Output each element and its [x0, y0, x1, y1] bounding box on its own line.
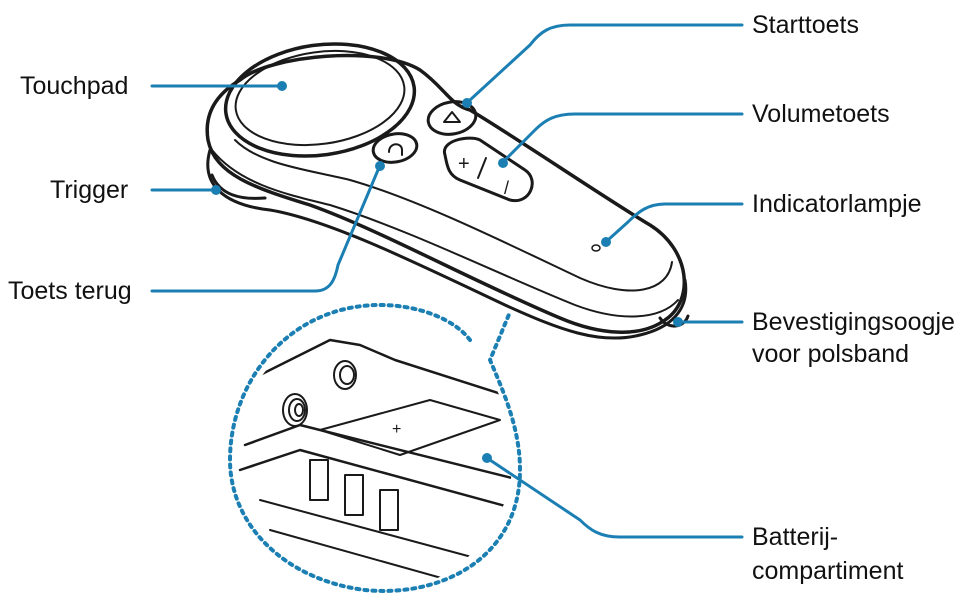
detail-circle: [227, 302, 523, 593]
volume-rocker-part: + /: [443, 136, 534, 203]
battery-plus-glyph: +: [392, 421, 401, 438]
volume-plus-glyph: +: [458, 153, 470, 175]
callout-indicator: [606, 202, 744, 242]
label-trigger: Trigger: [50, 176, 129, 204]
callout-dot-touchpad: [277, 81, 287, 91]
home-button-part: [426, 100, 478, 136]
back-button-part: [371, 132, 419, 164]
trigger-part: [210, 173, 267, 200]
callouts: [150, 23, 744, 539]
callout-back: [150, 168, 380, 293]
battery-spring-right: [333, 360, 357, 390]
indicator-light-part: [591, 244, 601, 252]
label-back-key: Toets terug: [8, 277, 132, 305]
label-touchpad: Touchpad: [20, 72, 129, 100]
callout-dot-volume: [498, 158, 508, 168]
label-strap-line2: voor polsband: [752, 340, 910, 368]
callout-battery: [488, 458, 744, 539]
touchpad-part: [223, 42, 417, 158]
battery-spring-left: [282, 393, 308, 427]
callout-dot-strap: [673, 317, 683, 327]
label-home-key: Starttoets: [752, 11, 859, 39]
callout-dot-battery: [482, 453, 492, 463]
callout-dot-trigger: [211, 185, 221, 195]
label-strap-line1: Bevestigingsoogje: [752, 308, 955, 336]
callout-dot-back: [375, 161, 385, 171]
volume-minus-glyph: /: [504, 178, 509, 198]
label-battery-line1: Batterij-: [752, 523, 839, 551]
label-indicator: Indicatorlampje: [752, 190, 922, 218]
controller-body: [205, 53, 688, 340]
callout-dot-indicator: [601, 237, 611, 247]
callout-dot-home: [462, 98, 472, 108]
callout-volume: [503, 112, 744, 162]
callout-home: [468, 23, 744, 102]
label-volume-key: Volumetoets: [752, 100, 890, 128]
battery-detail: +: [227, 302, 523, 593]
label-battery-line2: compartiment: [752, 557, 904, 585]
